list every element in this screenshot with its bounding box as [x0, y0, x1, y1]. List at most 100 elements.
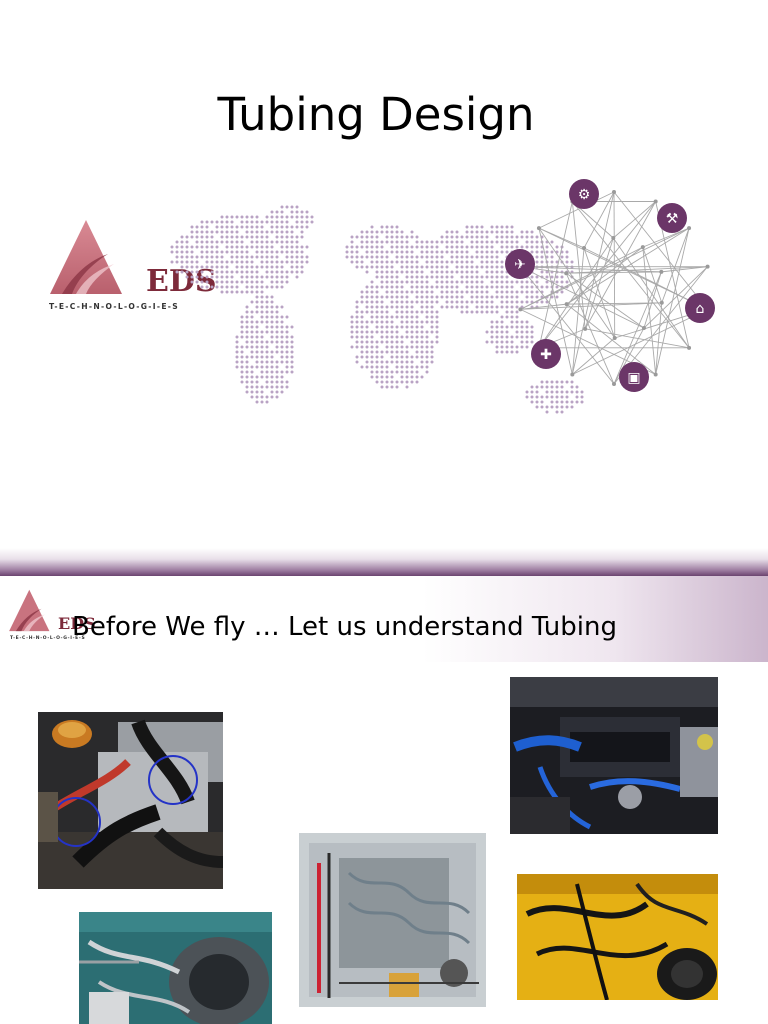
map-dot: [280, 275, 284, 279]
network-line: [538, 201, 657, 349]
map-dot: [455, 245, 459, 249]
map-dot: [420, 360, 424, 364]
network-line: [584, 201, 657, 330]
map-dot: [220, 240, 224, 244]
map-dot: [495, 335, 499, 339]
map-dot: [275, 225, 279, 229]
content-slide: EDS T-E-C-H-N-O-L-O-G-I-E-S Before We fl…: [0, 576, 768, 1024]
map-dot: [420, 340, 424, 344]
map-dot: [215, 275, 219, 279]
map-dot: [360, 365, 364, 369]
map-dot: [430, 285, 434, 289]
map-dot: [350, 325, 354, 329]
map-dot: [365, 340, 369, 344]
network-line: [520, 303, 567, 310]
map-dot: [455, 290, 459, 294]
map-dot: [545, 245, 549, 249]
map-dot: [460, 295, 464, 299]
map-dot: [275, 380, 279, 384]
map-dot: [370, 255, 374, 259]
map-dot: [345, 245, 349, 249]
map-dot: [435, 240, 439, 244]
map-dot: [265, 355, 269, 359]
engine-bay-hoses-photo: [38, 712, 223, 889]
map-dot: [400, 310, 404, 314]
map-dot: [385, 385, 389, 389]
map-dot: [490, 255, 494, 259]
map-dot: [275, 230, 279, 234]
map-dot: [385, 325, 389, 329]
map-dot: [385, 375, 389, 379]
map-dot: [520, 230, 524, 234]
map-dot: [295, 260, 299, 264]
map-dot: [370, 310, 374, 314]
network-line: [612, 201, 656, 239]
map-dot: [220, 285, 224, 289]
map-dot: [450, 290, 454, 294]
map-dot: [370, 245, 374, 249]
map-dot: [260, 280, 264, 284]
map-dot: [425, 335, 429, 339]
map-dot: [425, 310, 429, 314]
map-dot: [420, 375, 424, 379]
map-dot: [505, 330, 509, 334]
map-dot: [410, 245, 414, 249]
map-dot: [250, 330, 254, 334]
map-dot: [410, 355, 414, 359]
map-dot: [240, 360, 244, 364]
map-dot: [220, 230, 224, 234]
map-dot: [440, 265, 444, 269]
map-dot: [215, 245, 219, 249]
network-line: [572, 337, 616, 375]
map-dot: [475, 270, 479, 274]
map-dot: [235, 225, 239, 229]
map-dot: [235, 255, 239, 259]
map-dot: [370, 375, 374, 379]
network-line: [566, 303, 656, 375]
map-dot: [210, 235, 214, 239]
map-dot: [250, 365, 254, 369]
map-dot: [365, 360, 369, 364]
map-dot: [510, 345, 514, 349]
map-dot: [285, 250, 289, 254]
map-dot: [255, 265, 259, 269]
map-dot: [530, 235, 534, 239]
map-dot: [245, 360, 249, 364]
map-dot: [385, 270, 389, 274]
map-dot: [240, 235, 244, 239]
map-dot: [200, 225, 204, 229]
map-dot: [230, 255, 234, 259]
map-dot: [410, 280, 414, 284]
map-dot: [290, 210, 294, 214]
map-dot: [395, 360, 399, 364]
map-dot: [425, 255, 429, 259]
map-dot: [495, 295, 499, 299]
map-dot: [390, 265, 394, 269]
map-dot: [260, 400, 264, 404]
map-dot: [295, 275, 299, 279]
map-dot: [255, 285, 259, 289]
eds-triangle-icon: [50, 220, 122, 294]
map-dot: [275, 390, 279, 394]
map-dot: [415, 245, 419, 249]
map-dot: [465, 285, 469, 289]
map-dot: [410, 260, 414, 264]
map-dot: [485, 275, 489, 279]
map-dot: [295, 245, 299, 249]
map-dot: [490, 260, 494, 264]
network-line: [538, 201, 573, 348]
map-dot: [430, 275, 434, 279]
map-dot: [390, 360, 394, 364]
logo-wordmark: EDS: [58, 614, 96, 633]
map-dot: [270, 240, 274, 244]
map-dot: [465, 235, 469, 239]
map-dot: [385, 295, 389, 299]
network-line: [655, 302, 663, 375]
map-dot: [245, 335, 249, 339]
robot-arm-icon: ⚒: [657, 203, 687, 233]
map-dot: [290, 350, 294, 354]
map-dot: [260, 255, 264, 259]
world-map-graphic: [170, 205, 584, 414]
map-dot: [415, 295, 419, 299]
map-dot: [470, 295, 474, 299]
